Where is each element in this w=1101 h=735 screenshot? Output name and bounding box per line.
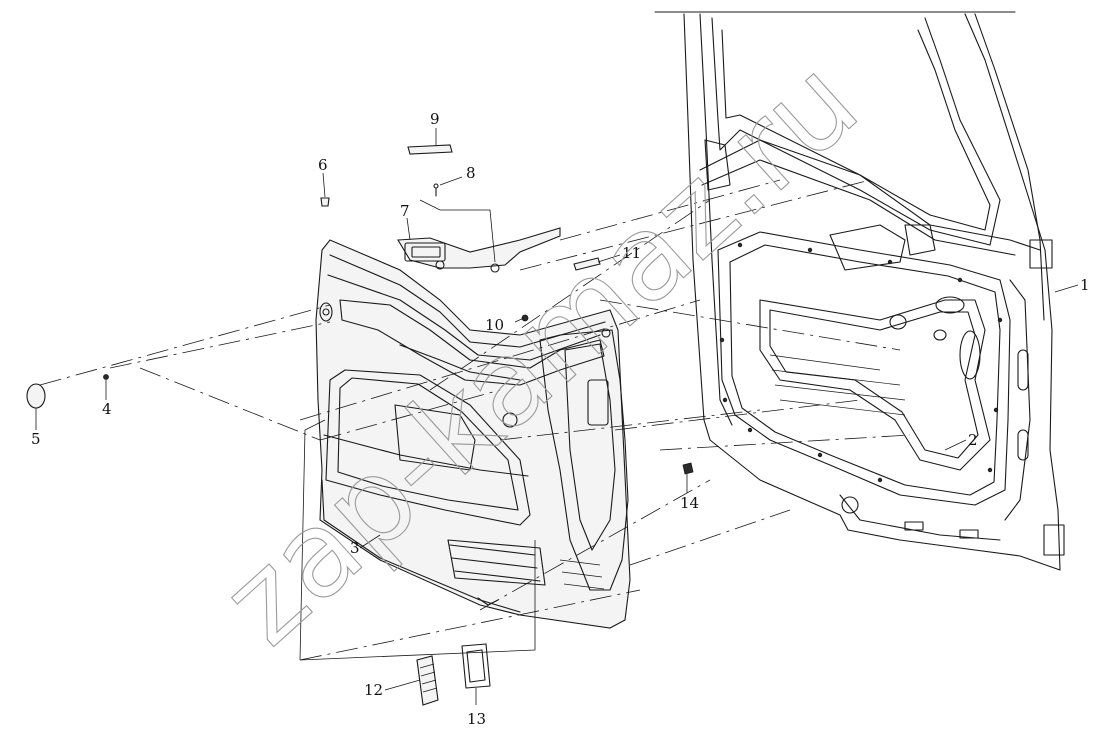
callout-14: 14 xyxy=(680,494,699,512)
plug-part-6 xyxy=(320,197,330,207)
bezel-part-13 xyxy=(461,643,491,689)
leader-lines xyxy=(35,128,1079,705)
upper-trim-bracket xyxy=(397,227,561,273)
callout-4: 4 xyxy=(102,400,112,418)
fastener-part-14 xyxy=(682,462,694,475)
assembly-centerlines xyxy=(39,179,911,661)
callout-8: 8 xyxy=(466,164,476,182)
callout-13: 13 xyxy=(467,710,486,728)
callout-10: 10 xyxy=(485,316,504,334)
clip-part-11 xyxy=(573,257,601,271)
callout-12: 12 xyxy=(364,681,383,699)
door-trim-panel xyxy=(315,239,631,629)
callout-5: 5 xyxy=(31,430,41,448)
callout-2: 2 xyxy=(968,431,978,449)
callout-9: 9 xyxy=(430,110,440,128)
callout-3: 3 xyxy=(350,539,360,557)
cover-plate xyxy=(407,144,453,155)
screw-part-4 xyxy=(103,374,109,380)
cap-part-5 xyxy=(26,383,46,409)
door-frame xyxy=(654,11,1065,571)
callout-7: 7 xyxy=(400,202,410,220)
callout-11: 11 xyxy=(622,244,641,262)
callout-1: 1 xyxy=(1080,276,1090,294)
screw-part-8 xyxy=(433,183,439,197)
nut-part-10 xyxy=(521,314,529,322)
speaker-grille-12 xyxy=(416,655,439,706)
callout-6: 6 xyxy=(318,156,328,174)
